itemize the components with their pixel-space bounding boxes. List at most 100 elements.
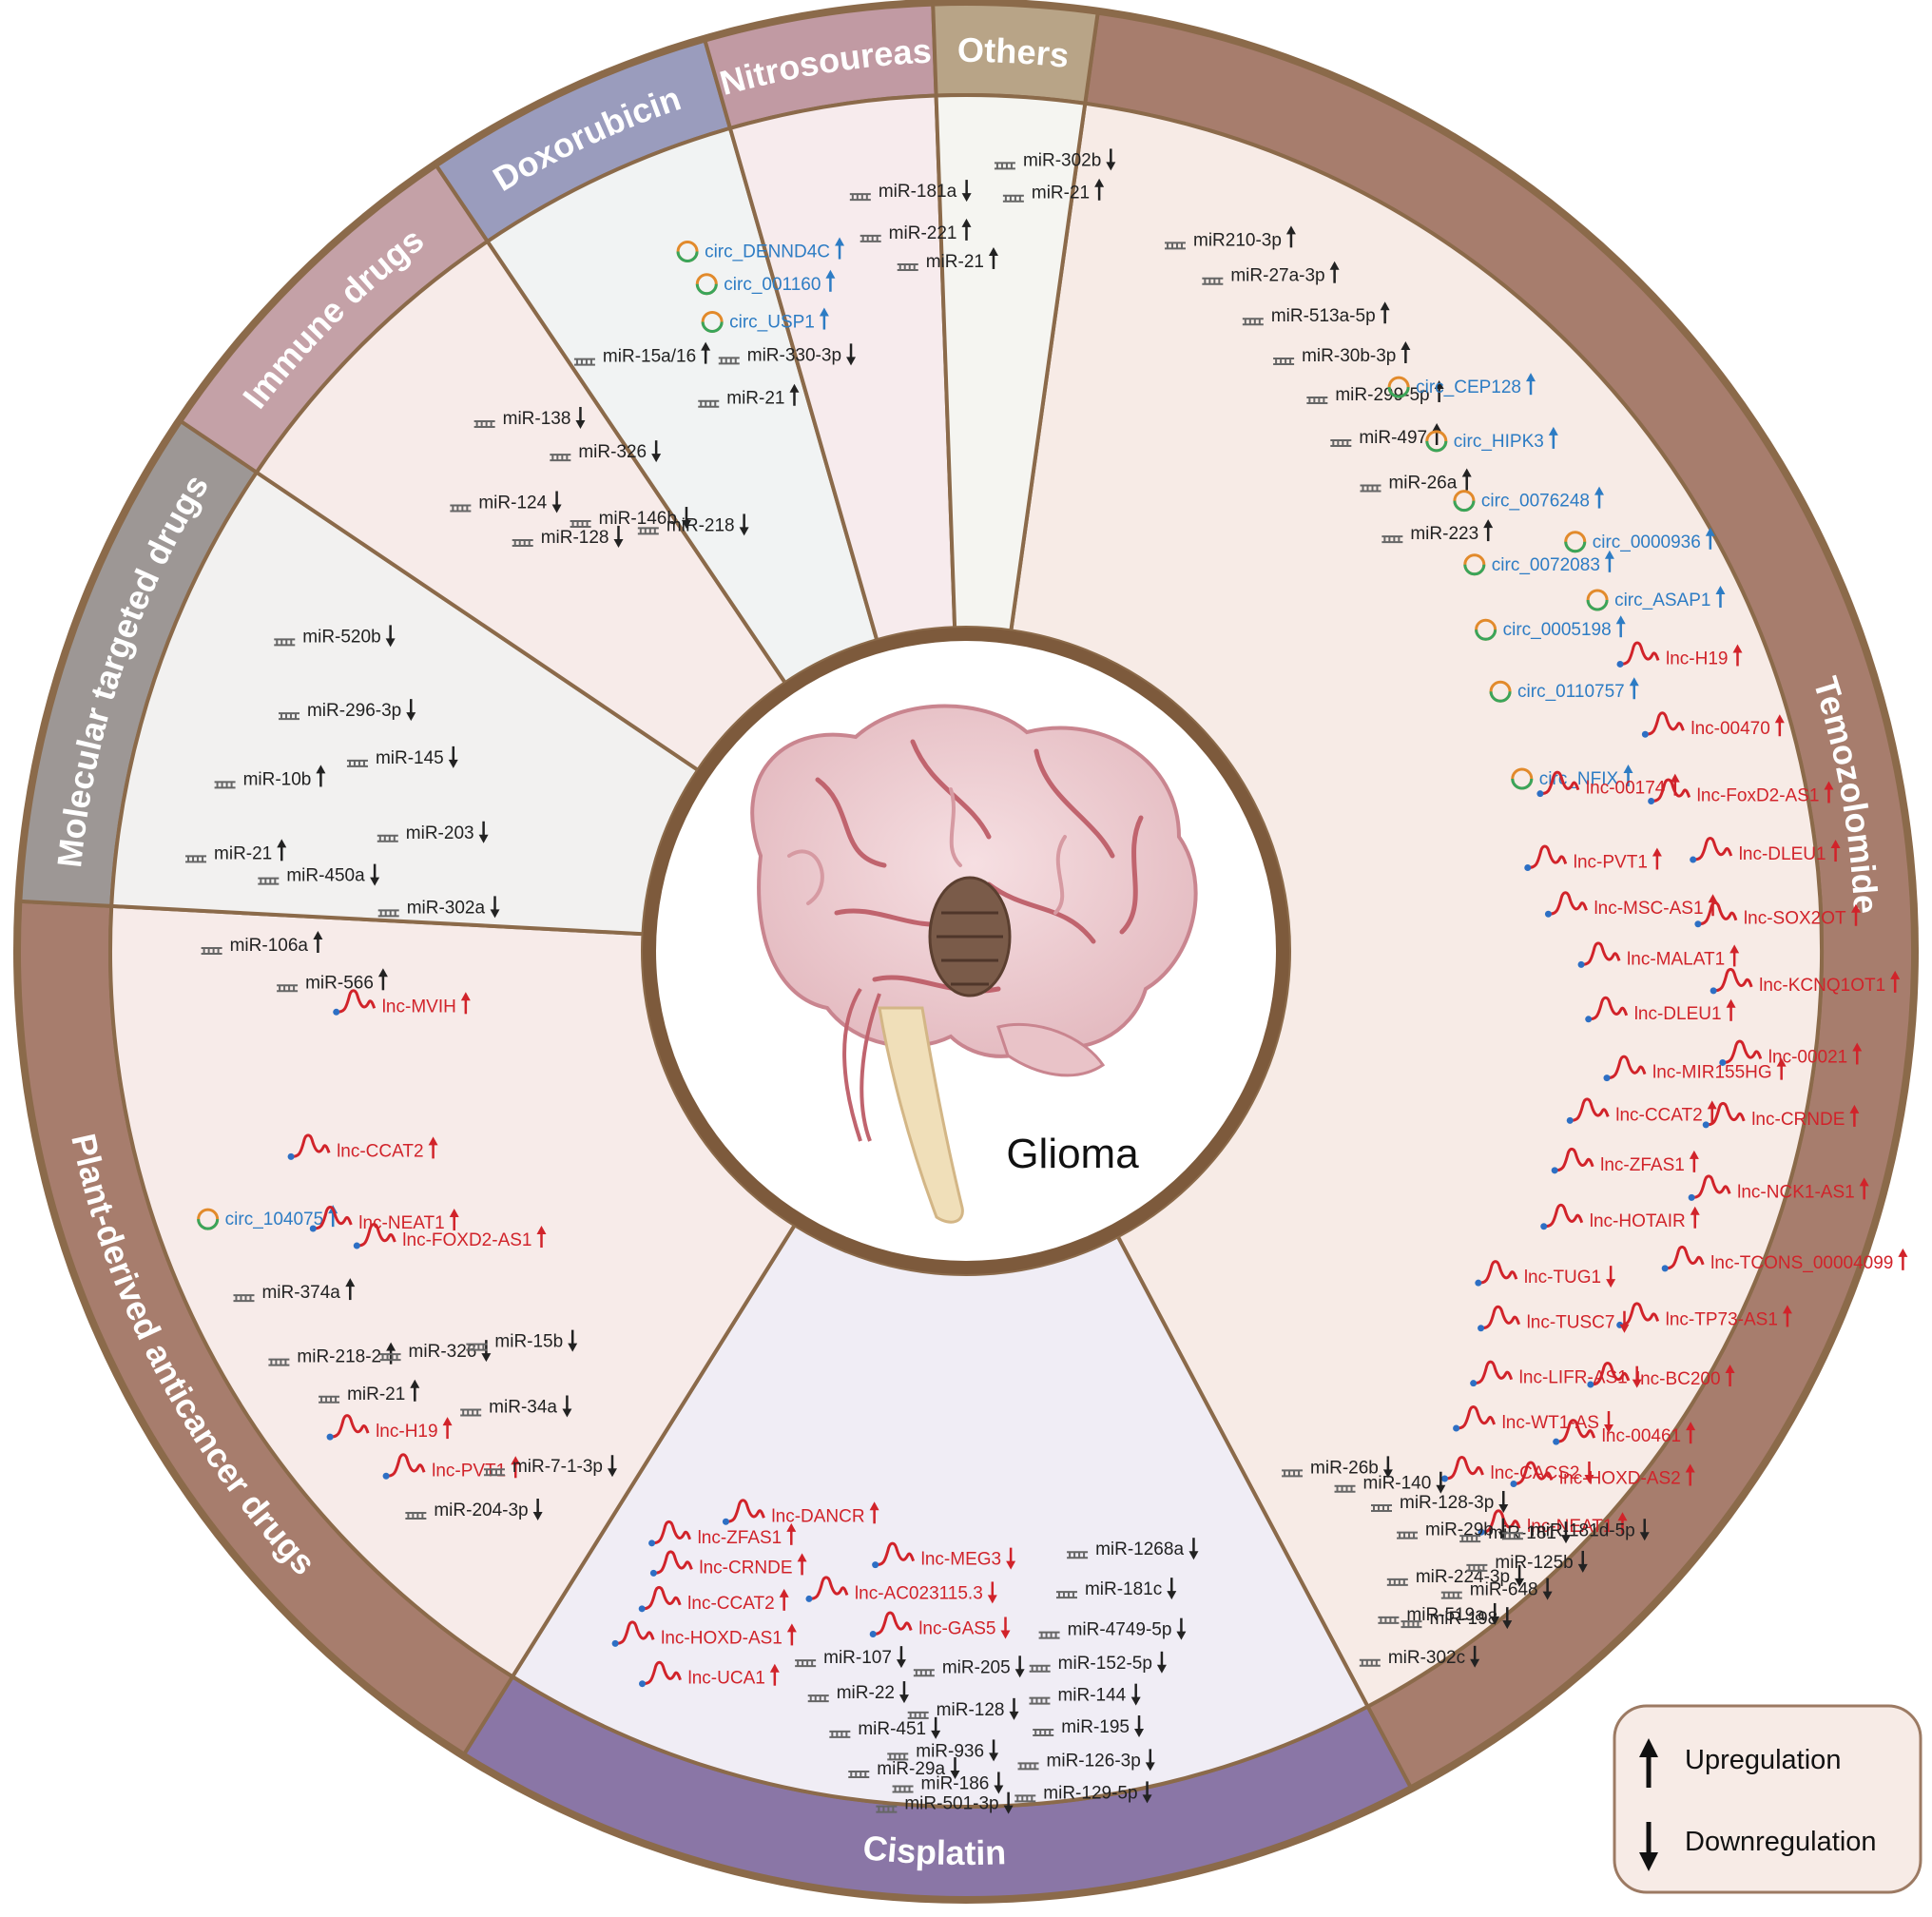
down-arrow-icon bbox=[1542, 1578, 1553, 1600]
mirna-icon bbox=[233, 1294, 255, 1303]
ncrna-item: miR-936 bbox=[887, 1739, 999, 1762]
ncrna-label: lnc-MSC-AS1 bbox=[1594, 899, 1703, 919]
lncrna-icon-dot bbox=[1540, 1223, 1548, 1230]
mirna-icon bbox=[1273, 357, 1295, 365]
ncrna-label: lnc-MVIH bbox=[382, 997, 456, 1017]
ncrna-label: miR-144 bbox=[1057, 1686, 1126, 1706]
ncrna-label: lnc-TP73-AS1 bbox=[1666, 1309, 1778, 1329]
down-arrow-icon bbox=[1156, 1651, 1167, 1674]
lncrna-icon-dot bbox=[1478, 1528, 1485, 1536]
ncrna-item: miR-21 bbox=[185, 839, 287, 863]
mirna-icon bbox=[1466, 1563, 1488, 1572]
lncrna-icon-dot bbox=[353, 1242, 360, 1249]
down-arrow-icon bbox=[1014, 1656, 1025, 1678]
up-arrow-icon bbox=[1689, 1150, 1699, 1172]
lncrna-icon bbox=[642, 1585, 682, 1611]
ncrna-label: miR-195 bbox=[1061, 1717, 1130, 1737]
ncrna-item: circ_0110757 bbox=[1489, 677, 1639, 703]
up-arrow-icon bbox=[377, 968, 388, 991]
ncrna-label: miR-223 bbox=[1410, 524, 1478, 544]
lncrna-icon bbox=[291, 1133, 331, 1158]
ncrna-label: lnc-FOXD2-AS1 bbox=[402, 1230, 531, 1250]
lncrna-icon bbox=[1692, 837, 1733, 862]
ncrna-label: lnc-H19 bbox=[1666, 649, 1728, 668]
up-arrow-icon bbox=[789, 383, 800, 406]
ncrna-label: miR-302b bbox=[1023, 150, 1101, 170]
ncrna-label: miR-34a bbox=[489, 1397, 557, 1417]
ncrna-item: lnc-CCAT2 bbox=[1566, 1097, 1717, 1125]
ncrna-label: miR-566 bbox=[305, 973, 374, 993]
ncrna-label: lnc-KCNQ1OT1 bbox=[1759, 976, 1885, 996]
lncrna-icon bbox=[1590, 1362, 1631, 1386]
ncrna-label: lnc-GAS5 bbox=[918, 1618, 995, 1638]
up-arrow-icon bbox=[701, 341, 711, 364]
mirna-icon bbox=[473, 419, 495, 428]
lncrna-icon-dot bbox=[1648, 797, 1655, 804]
ncrna-label: lnc-CCAT2 bbox=[1615, 1105, 1703, 1125]
mirna-icon bbox=[994, 162, 1015, 170]
ncrna-item: miR-501-3p bbox=[876, 1791, 1014, 1814]
down-arrow-icon bbox=[490, 896, 500, 919]
down-arrow-icon bbox=[1606, 1266, 1616, 1288]
brain-illustration bbox=[750, 704, 1198, 1224]
ncrna-item: lnc-CRNDE bbox=[649, 1550, 807, 1578]
ncrna-item: miR-144 bbox=[1029, 1683, 1141, 1706]
mirna-icon bbox=[807, 1694, 829, 1703]
down-arrow-icon bbox=[898, 1681, 909, 1704]
lncrna-icon-dot bbox=[805, 1595, 813, 1602]
ncrna-item: lnc-KCNQ1OT1 bbox=[1710, 967, 1901, 996]
lncrna-icon-dot bbox=[872, 1561, 879, 1569]
ncrna-item: miR-21 bbox=[897, 246, 998, 272]
ncrna-label: lnc-MEG3 bbox=[921, 1550, 1001, 1570]
ncrna-item: lnc-HOTAIR bbox=[1540, 1203, 1700, 1231]
ncrna-label: circ_DENND4C bbox=[705, 242, 830, 262]
ncrna-label: miR-186 bbox=[921, 1773, 990, 1793]
ncrna-item: miR-186 bbox=[892, 1772, 1004, 1794]
mirna-icon bbox=[913, 1669, 935, 1677]
ncrna-item: miR-21 bbox=[319, 1379, 420, 1404]
ncrna-label: lnc-ZFAS1 bbox=[698, 1528, 782, 1548]
ncrna-label: lnc-LIFR-AS1 bbox=[1519, 1368, 1628, 1388]
ncrna-item: miR-198 bbox=[1401, 1607, 1513, 1630]
ncrna-item: miR-218-2 bbox=[268, 1342, 396, 1367]
ncrna-item: lnc-H19 bbox=[326, 1414, 453, 1442]
ncrna-label: miR210-3p bbox=[1193, 230, 1282, 250]
lncrna-icon bbox=[1619, 1302, 1660, 1326]
ncrna-label: lnc-CRNDE bbox=[1751, 1110, 1845, 1130]
ncrna-item: miR-205 bbox=[913, 1656, 1025, 1678]
mirna-icon bbox=[550, 454, 571, 462]
ncrna-item: lnc-00174 bbox=[1536, 770, 1680, 799]
up-arrow-icon bbox=[316, 765, 326, 787]
ncrna-item: miR-513a-5p bbox=[1242, 301, 1390, 326]
ncrna-label: circ_0005198 bbox=[1503, 620, 1612, 640]
ncrna-label: miR-451 bbox=[858, 1719, 926, 1739]
up-arrow-icon bbox=[1774, 714, 1785, 737]
mirna-icon bbox=[466, 1343, 488, 1351]
down-arrow-icon bbox=[1639, 1519, 1650, 1541]
ncrna-label: miR-296-3p bbox=[307, 701, 401, 721]
lncrna-icon bbox=[1706, 1101, 1746, 1127]
ncrna-label: miR-21 bbox=[347, 1384, 405, 1404]
down-arrow-icon bbox=[1560, 1521, 1571, 1544]
ncrna-label: lnc-CCAT2 bbox=[337, 1141, 424, 1161]
up-arrow-icon bbox=[1461, 468, 1472, 491]
ncrna-label: circ_ASAP1 bbox=[1614, 591, 1710, 610]
ncrna-label: miR-29a bbox=[877, 1759, 945, 1779]
ncrna-label: lnc-CRNDE bbox=[699, 1558, 792, 1578]
ncrna-label: miR-218 bbox=[667, 515, 735, 535]
lncrna-icon bbox=[808, 1576, 849, 1600]
mirna-icon bbox=[201, 947, 222, 955]
ncrna-label: lnc-00174 bbox=[1586, 779, 1666, 799]
ncrna-label: miR-21 bbox=[214, 843, 272, 863]
ncrna-label: miR-146b bbox=[599, 509, 677, 529]
ncrna-item: lnc-MEG3 bbox=[872, 1541, 1016, 1570]
ncrna-label: miR-21 bbox=[1032, 184, 1090, 203]
ncrna-label: lnc-00470 bbox=[1690, 719, 1769, 739]
up-arrow-icon bbox=[313, 931, 323, 953]
ncrna-label: miR-299-5p bbox=[1335, 385, 1429, 405]
mirna-icon bbox=[897, 262, 918, 271]
ncrna-item: lnc-CCAT2 bbox=[287, 1133, 438, 1161]
up-arrow-icon bbox=[1329, 261, 1340, 283]
ncrna-label: lnc-CACS2 bbox=[1490, 1463, 1579, 1483]
